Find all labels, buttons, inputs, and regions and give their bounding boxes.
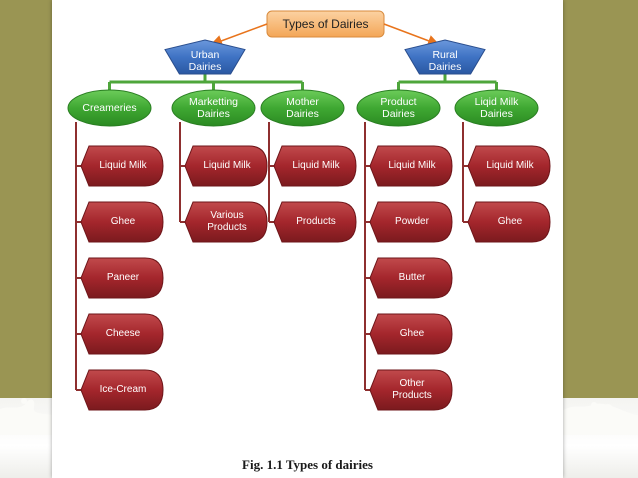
category-node-0-1 <box>171 89 256 127</box>
item-node-0-0-3 <box>80 313 164 355</box>
item-node-0-0-0 <box>80 145 164 187</box>
branch-node-0 <box>164 39 246 75</box>
item-node-1-0-2 <box>369 257 453 299</box>
category-node-1-0 <box>356 89 441 127</box>
milk-splash-left <box>0 398 52 435</box>
branch-node-1 <box>404 39 486 75</box>
arrow-to-branch-1 <box>383 23 440 47</box>
root-node <box>266 10 385 38</box>
category-node-1-1 <box>454 89 539 127</box>
item-node-0-1-1 <box>184 201 268 243</box>
item-node-1-1-1 <box>467 201 551 243</box>
category-node-0-0 <box>67 89 152 127</box>
item-node-1-0-0 <box>369 145 453 187</box>
item-node-0-0-4 <box>80 369 164 411</box>
arrow-to-branch-0 <box>210 23 268 47</box>
item-node-0-0-2 <box>80 257 164 299</box>
item-node-0-2-0 <box>273 145 357 187</box>
category-node-0-2 <box>260 89 345 127</box>
item-node-1-1-0 <box>467 145 551 187</box>
item-node-1-0-4 <box>369 369 453 411</box>
figure-caption: Fig. 1.1 Types of dairies <box>242 457 373 472</box>
milk-splash-right <box>562 402 638 435</box>
item-node-0-0-1 <box>80 201 164 243</box>
item-node-1-0-1 <box>369 201 453 243</box>
item-node-1-0-3 <box>369 313 453 355</box>
item-node-0-2-1 <box>273 201 357 243</box>
item-node-0-1-0 <box>184 145 268 187</box>
